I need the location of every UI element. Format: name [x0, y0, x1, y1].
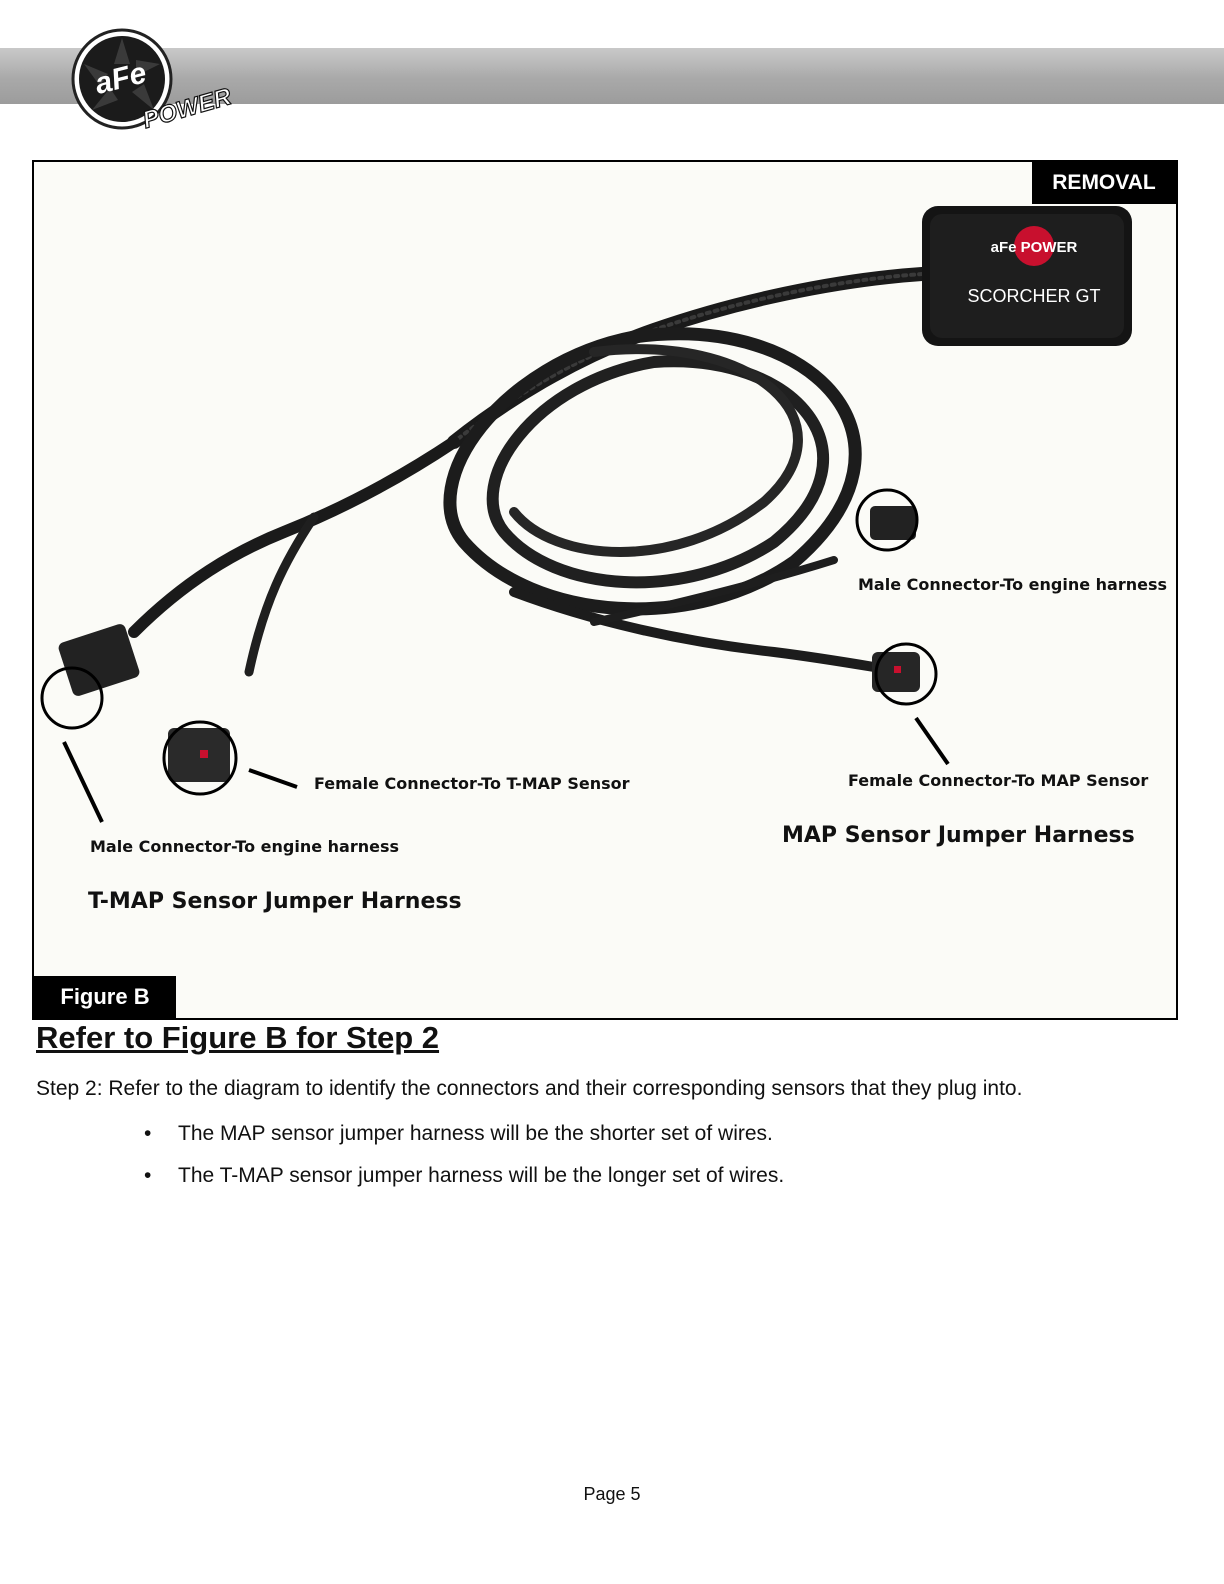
harness-cables	[128, 267, 929, 677]
pointer-male-left	[62, 741, 104, 823]
scorcher-module: aFe POWER SCORCHER GT	[922, 206, 1132, 346]
connector-male-top	[870, 506, 916, 540]
callout-female-map: Female Connector-To MAP Sensor	[848, 771, 1149, 790]
list-item: • The T-MAP sensor jumper harness will b…	[140, 1162, 784, 1204]
callout-tmap-harness: T-MAP Sensor Jumper Harness	[88, 889, 462, 914]
callout-circle-female-tmap	[162, 720, 238, 796]
afe-power-logo: aFe POWER	[71, 28, 236, 134]
module-product: SCORCHER GT	[967, 286, 1100, 306]
page-number: Page 5	[583, 1484, 641, 1504]
callout-map-harness: MAP Sensor Jumper Harness	[782, 823, 1135, 848]
harness-photo: aFe POWER SCORCHER GT	[40, 206, 1132, 823]
connector-male-left	[58, 624, 140, 696]
connector-female-map	[872, 652, 920, 692]
figure-b-frame: aFe POWER SCORCHER GT	[32, 160, 1178, 1020]
removal-badge: REMOVAL	[1032, 162, 1176, 204]
module-brand: aFe POWER	[991, 239, 1078, 256]
figure-b-badge: Figure B	[34, 976, 176, 1018]
callout-male-engine-top: Male Connector-To engine harness	[858, 575, 1168, 594]
bullet-list: • The MAP sensor jumper harness will be …	[140, 1120, 784, 1204]
callout-circle-male-left	[40, 666, 104, 730]
section-heading: Refer to Figure B for Step 2	[36, 1020, 440, 1055]
bullet-icon: •	[144, 1122, 152, 1145]
step-2-text: Step 2: Refer to the diagram to identify…	[36, 1077, 1023, 1100]
callout-circle-female-map	[874, 642, 938, 706]
bullet-icon: •	[144, 1164, 152, 1187]
connector-female-tmap	[168, 728, 230, 782]
callout-female-tmap: Female Connector-To T-MAP Sensor	[314, 774, 630, 793]
list-item-text: The T-MAP sensor jumper harness will be …	[178, 1164, 785, 1187]
callout-male-engine-left: Male Connector-To engine harness	[90, 837, 400, 856]
pointer-female-tmap	[248, 768, 298, 789]
header-band	[0, 48, 1224, 104]
list-item-text: The MAP sensor jumper harness will be th…	[178, 1122, 773, 1145]
callout-circle-male-top	[855, 488, 919, 552]
pointer-female-map	[914, 716, 950, 766]
list-item: • The MAP sensor jumper harness will be …	[140, 1120, 784, 1162]
